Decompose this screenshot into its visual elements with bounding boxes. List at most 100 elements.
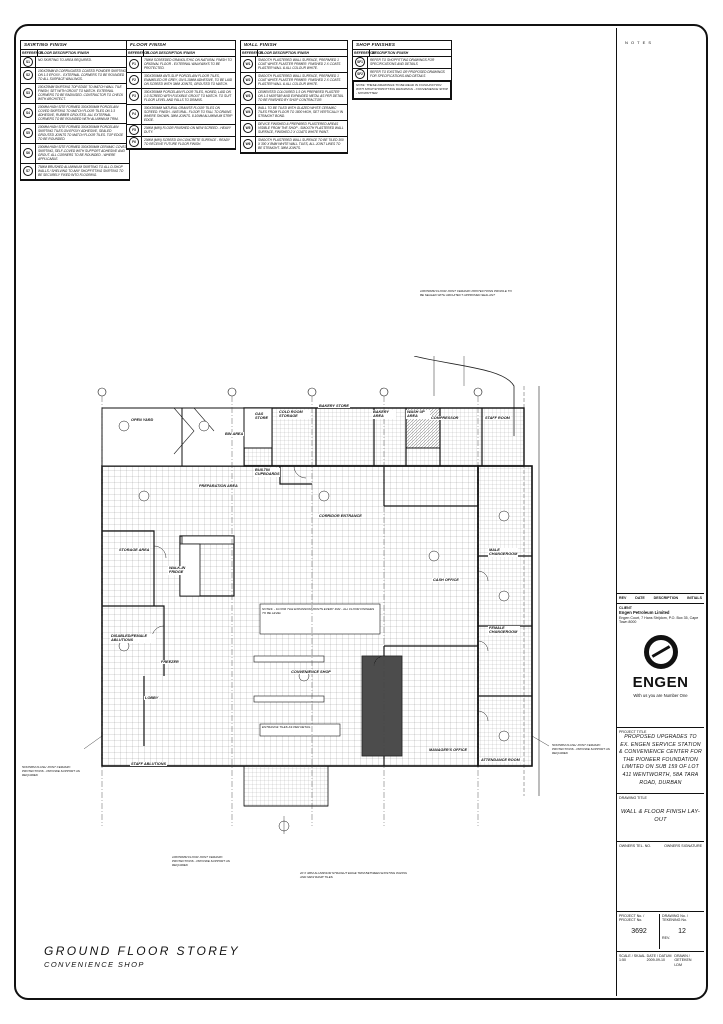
drawing-main-title: GROUND FLOOR STOREY — [44, 944, 241, 958]
leader-lines — [84, 356, 550, 834]
plan-notes-box — [259, 603, 381, 635]
row-reference: W3 — [241, 88, 256, 104]
row-description: WALL TO BE TILED WITH GLAZED WHITE CERAM… — [258, 106, 344, 119]
row-description: REFER TO EXISTING OR PROPOSED DRAWINGS F… — [370, 70, 445, 79]
room-label-walk-in: WALK-IN FRIDGE — [168, 566, 190, 575]
reference-tag: F3 — [129, 91, 139, 102]
row-description: 20mm (MIN) FLOOR FINISHED ON NEW SCREED … — [144, 126, 231, 135]
drawing-title-block: DRAWING TITLE WALL & FLOOR FINISH LAY-OU… — [617, 794, 704, 842]
room-label-wash: WASH UP AREA — [406, 410, 430, 419]
room-label-bin-area: BIN AREA — [224, 432, 245, 437]
title-block: N O T E S REV DATE DESCRIPTION INITIALS … — [616, 28, 704, 996]
row-reference: S7 — [21, 163, 36, 179]
annotation-plan-notes: NOTES: - FLOOR TILE EXPANSION JOINTS EVE… — [262, 607, 375, 615]
finish-tags — [118, 420, 510, 832]
drawing-no-label: DRAWING No. / TEKENING No. — [662, 913, 688, 923]
row-description: 100mm HIGH SITE FORMED 300x300mm CERAMIC… — [38, 145, 127, 162]
owners-signature-label: OWNERS SIGNATURE — [664, 843, 702, 848]
scale-value: 1:50 — [619, 958, 626, 963]
row-description: DEVICE FINISHED & PREPARED PLASTERED ARE… — [258, 122, 344, 135]
reference-tag: W5 — [243, 123, 253, 134]
rev-col: REV — [619, 596, 627, 600]
row-reference: F2 — [127, 72, 142, 88]
row-description: SMOOTH PLASTERED WALL SURFACE, PREPARED … — [258, 74, 341, 87]
row-reference: S1 — [21, 56, 36, 67]
room-label-bakery: BAKERY AREA — [372, 410, 396, 419]
room-label-lobby: LOBBY — [144, 696, 160, 701]
drawn-label: DRAWN / GETEKEN — [674, 953, 692, 963]
service-counter — [181, 535, 235, 545]
drawing-title-label: DRAWING TITLE — [619, 795, 647, 800]
reference-tag: SF2 — [355, 69, 365, 80]
skirting-row: S4100mm HIGH SITE FORMED 300x300mm PORCE… — [21, 103, 129, 124]
floor-row: F2300x300mm ANTI-SLIP PORCELAIN FLOOR TI… — [127, 72, 235, 89]
row-description: 100mm HIGH SITE FORMED 300x300mm PORCELA… — [38, 105, 119, 122]
shop-finishes-hdr-ref: REFERENCE — [354, 49, 375, 56]
reference-tag: F4 — [129, 109, 139, 120]
annotation-left: 50x25mm FLUSH JOINT CERAMIC PROTECTIONS … — [22, 765, 80, 777]
row-description: REFER TO SHOPFITTING DRAWINGS FOR SPECIF… — [370, 58, 435, 67]
floor-hdr-desc: FLOOR DESCRIPTION /FINISH — [146, 50, 195, 55]
floor-plan — [84, 356, 550, 834]
room-label-female: FEMALE CHANGEROOM — [488, 626, 520, 635]
project-no: 3692 — [631, 928, 647, 936]
site-boundary — [413, 356, 515, 436]
room-label-conv-shop: CONVENIENCE SHOP — [290, 670, 332, 675]
grid-bubbles — [97, 387, 483, 397]
reference-tag: S1 — [23, 56, 33, 67]
project-no-label: PROJECT No. / PROJECT No. — [619, 913, 645, 923]
skirting-row: S5100mm HIGH SITE FORMED 300x300mm PORCE… — [21, 123, 129, 144]
revision-header: REV DATE DESCRIPTION INITIALS — [617, 594, 704, 604]
reference-tag: F1 — [129, 59, 139, 70]
annotation-mat-note: 20 X 3mm ALUMINIUM STRAIGHT EDGE TRIM BE… — [300, 871, 408, 879]
room-label-male: MALE CHANGEROOM — [488, 548, 518, 557]
row-reference: S5 — [21, 123, 36, 143]
row-description: CEMENTED COLOURED 1:3 ON PREPARED PLASTE… — [258, 90, 344, 103]
project-block: PROJECT TITLE PROPOSED UPGRADES TO EX. E… — [617, 728, 704, 794]
rev-label: REV. — [662, 936, 671, 941]
reference-tag: W4 — [243, 107, 253, 118]
skirting-hdr-ref: REFERENCE — [22, 49, 43, 56]
date-value: 2009-09-10 — [646, 958, 666, 963]
row-reference: F3 — [127, 88, 142, 104]
bin-area — [181, 407, 245, 467]
annotation-right: 50x25mm FLUSH JOINT CERAMIC PROTECTIONS … — [552, 743, 610, 755]
shop-finishes-title: SHOP FINISHES — [353, 41, 451, 50]
desc-col: DESCRIPTION — [653, 596, 679, 600]
row-reference: W2 — [241, 72, 256, 88]
reference-tag: S3 — [23, 88, 33, 99]
yard-diagonals — [173, 407, 215, 455]
floor-row: F620mm (MIN) SCREED ON CONCRETE SURFACE … — [127, 136, 235, 149]
annotation-tiles-note: ENTRANCE TILES AS PER DETAIL — [262, 725, 311, 729]
shop-finishes-note: NOTE: THESE DRAWINGS TO BE READ IN CONJU… — [353, 80, 451, 99]
wall-hdr-desc: FLOOR DESCRIPTION /FINISH — [260, 50, 309, 55]
entrance-paving — [243, 765, 329, 807]
room-label-bakery-store: BAKERY STORE — [318, 404, 350, 409]
notes-area: N O T E S — [617, 28, 704, 594]
client-address: Engen Court, 7 Hans Strijdom, P.O. Box 3… — [619, 615, 699, 625]
skirting-hdr-desc: FLOOR DESCRIPTION /FINISH — [40, 50, 89, 55]
date-label: DATE / DATUM — [646, 953, 672, 958]
shopfinishes-row: SF2 REFER TO EXISTING OR PROPOSED DRAWING… — [353, 68, 451, 81]
scale-label: SCALE / SKAAL — [619, 953, 646, 958]
client-block: CLIENT Engen Petroleum Limited Engen Cou… — [617, 604, 704, 728]
row-description: 100x25mm SKIRTING TOP EDGE TO MATCH WALL… — [38, 85, 124, 102]
floor-hdr-ref: REFERENCE — [128, 49, 149, 56]
floor-rows: F175mm SCREEDED GRANOLITHIC ON NATURAL F… — [127, 56, 235, 149]
notes-heading: N O T E S — [625, 40, 653, 45]
floor-row: F175mm SCREEDED GRANOLITHIC ON NATURAL F… — [127, 56, 235, 73]
room-label-open-yard: OPEN YARD — [130, 418, 155, 423]
project-number-block: PROJECT No. / PROJECT No. 3692 DRAWING N… — [617, 912, 704, 952]
reference-tag: S2 — [23, 70, 33, 81]
room-label-gas-store: GAS STORE — [254, 412, 270, 421]
